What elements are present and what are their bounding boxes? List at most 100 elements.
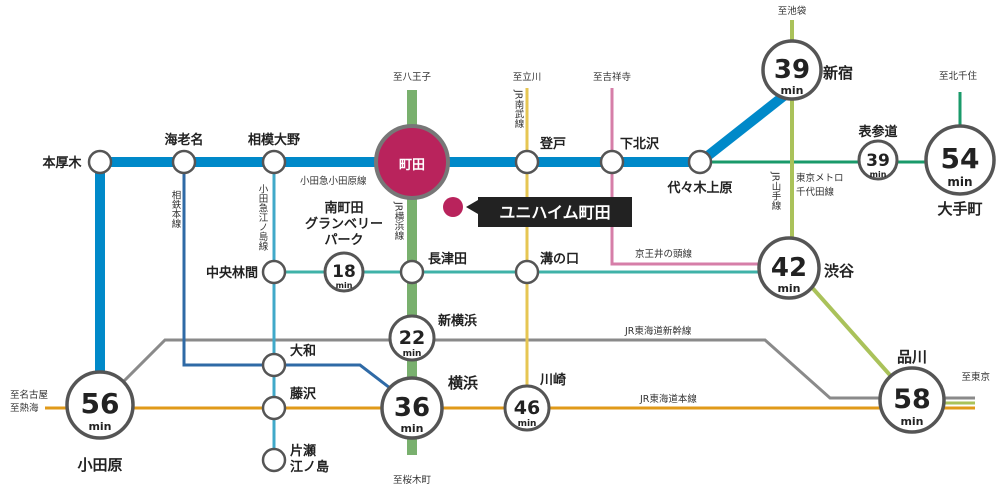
time-odawara: 56 — [81, 387, 120, 420]
dir-tachikawa: 至立川 — [513, 71, 542, 83]
label-odawara: 小田原 — [77, 456, 122, 474]
label-noborito: 登戸 — [539, 136, 566, 152]
station-mizonokuchi[interactable] — [514, 259, 540, 285]
station-noborito[interactable] — [514, 149, 540, 175]
machida-hub[interactable]: 町田 — [374, 124, 450, 200]
station-name-machida: 町田 — [399, 158, 425, 173]
dir-sakuragicho: 至桜木町 — [393, 474, 432, 486]
property-dot — [443, 197, 463, 217]
time-yokohama: 36 — [394, 393, 430, 423]
unit-yokohama: min — [400, 422, 423, 435]
station-katase[interactable] — [261, 447, 287, 473]
label-shinagawa: 品川 — [897, 348, 927, 366]
label-enoshima-line: 小田急江ノ島線 — [257, 184, 269, 251]
unit-minami-machida: min — [336, 281, 353, 290]
dir-kichijoji: 至吉祥寺 — [593, 71, 632, 83]
label-jr-yokohama-line: JR横浜線 — [393, 201, 405, 240]
time-omotesando: 39 — [866, 151, 890, 171]
property-name: ユニハイム町田 — [499, 203, 610, 222]
label-yamato: 大和 — [290, 343, 316, 359]
label-shinjuku: 新宿 — [823, 64, 853, 82]
station-shinagawa[interactable]: 58 min — [878, 366, 946, 434]
station-yokohama[interactable]: 36 min — [380, 376, 444, 440]
label-hon-atsugi: 本厚木 — [42, 155, 82, 171]
station-omotesando[interactable]: 39 min — [857, 139, 899, 181]
station-sagami-ono[interactable] — [261, 149, 287, 175]
station-fujisawa[interactable] — [261, 395, 287, 421]
station-shibuya[interactable]: 42 min — [757, 236, 821, 300]
label-omotesando: 表参道 — [857, 124, 897, 140]
label-sotetsu-line: 相鉄本線 — [170, 189, 182, 228]
dir-nagoya: 至名古屋 — [10, 389, 48, 401]
label-ebina: 海老名 — [164, 132, 203, 148]
unit-otemachi: min — [947, 175, 972, 189]
label-chuo-rinkan: 中央林間 — [206, 265, 258, 281]
label-yokohama: 横浜 — [448, 374, 478, 392]
label-kawasaki: 川崎 — [539, 372, 566, 388]
property-marker[interactable]: ユニハイム町田 — [443, 197, 632, 227]
label-jr-nambu-line: JR南武線 — [513, 89, 525, 128]
unit-odawara: min — [88, 420, 111, 433]
small-stations — [87, 149, 713, 473]
property-pointer — [466, 200, 478, 214]
label-nagatsuta: 長津田 — [428, 251, 467, 267]
label-tokaido-line: JR東海道本線 — [639, 393, 697, 405]
label-inokashira-line: 京王井の頭線 — [635, 248, 693, 260]
time-kawasaki: 46 — [514, 397, 540, 419]
label-odakyu-odawara-line: 小田急小田原線 — [300, 175, 367, 187]
unit-shinjuku: min — [780, 84, 803, 97]
label-shin-yokohama: 新横浜 — [438, 313, 477, 329]
direction-labels: 至八王子 至立川 至吉祥寺 至池袋 至北千住 至東京 至桜木町 至名古屋 至熱海 — [10, 5, 990, 486]
line-labels: 小田急小田原線 京王井の頭線 東京メトロ 千代田線 JR東海道新幹線 JR東海道… — [170, 89, 844, 405]
time-shinjuku: 39 — [774, 55, 810, 85]
sotetsu-line — [182, 162, 413, 407]
label-sagami-ono: 相模大野 — [248, 132, 300, 148]
time-stations: 39 min 39 min 54 min 18 min 42 min — [65, 39, 996, 440]
station-nagatsuta[interactable] — [399, 259, 425, 285]
station-chuo-rinkan[interactable] — [261, 259, 287, 285]
dir-hachioji: 至八王子 — [393, 72, 432, 83]
station-odawara[interactable]: 56 min — [65, 370, 135, 440]
inokashira-line — [610, 88, 785, 266]
label-shinkansen-line: JR東海道新幹線 — [624, 325, 692, 337]
label-shimokitazawa: 下北沢 — [620, 136, 660, 152]
label-chiyoda-line-1: 東京メトロ — [796, 172, 844, 184]
station-kawasaki[interactable]: 46 min — [503, 384, 551, 432]
label-minami-machida-1: 南町田 — [324, 200, 363, 216]
unit-omotesando: min — [870, 170, 887, 179]
dir-tokyo: 至東京 — [961, 371, 990, 383]
station-labels: 本厚木 海老名 相模大野 登戸 下北沢 代々木上原 新宿 表参道 大手町 中央林… — [42, 64, 982, 475]
time-otemachi: 54 — [941, 142, 980, 175]
unit-shin-yokohama: min — [403, 349, 422, 359]
dir-atami: 至熱海 — [10, 402, 39, 414]
label-minami-machida-2: グランベリー — [305, 216, 383, 232]
time-shinagawa: 58 — [893, 384, 931, 415]
unit-kawasaki: min — [518, 419, 537, 429]
station-otemachi[interactable]: 54 min — [924, 124, 996, 196]
unit-shibuya: min — [777, 282, 800, 295]
station-ebina[interactable] — [171, 149, 197, 175]
station-yamato[interactable] — [261, 352, 287, 378]
label-yamanote-line: JR山手線 — [770, 171, 782, 210]
label-katase-1: 片瀬 — [290, 443, 316, 459]
station-shimokitazawa[interactable] — [599, 149, 625, 175]
label-otemachi: 大手町 — [937, 200, 982, 218]
label-yoyogi-uehara: 代々木上原 — [666, 180, 732, 196]
unit-shinagawa: min — [900, 415, 923, 428]
station-yoyogi-uehara[interactable] — [687, 149, 713, 175]
time-minami-machida: 18 — [332, 262, 356, 282]
station-shin-yokohama[interactable]: 22 min — [388, 314, 436, 362]
station-minami-machida[interactable]: 18 min — [323, 251, 365, 293]
property-label-box — [478, 197, 632, 227]
dir-ikebukuro: 至池袋 — [778, 5, 807, 17]
label-katase-2: 江ノ島 — [290, 459, 329, 475]
label-mizonokuchi: 溝の口 — [540, 251, 579, 267]
shinkansen-line — [98, 338, 900, 407]
label-fujisawa: 藤沢 — [290, 386, 317, 402]
station-hon-atsugi[interactable] — [87, 149, 113, 175]
label-shibuya: 渋谷 — [824, 262, 855, 280]
label-chiyoda-line-2: 千代田線 — [796, 186, 835, 198]
time-shin-yokohama: 22 — [399, 327, 425, 349]
station-shinjuku[interactable]: 39 min — [761, 39, 823, 101]
